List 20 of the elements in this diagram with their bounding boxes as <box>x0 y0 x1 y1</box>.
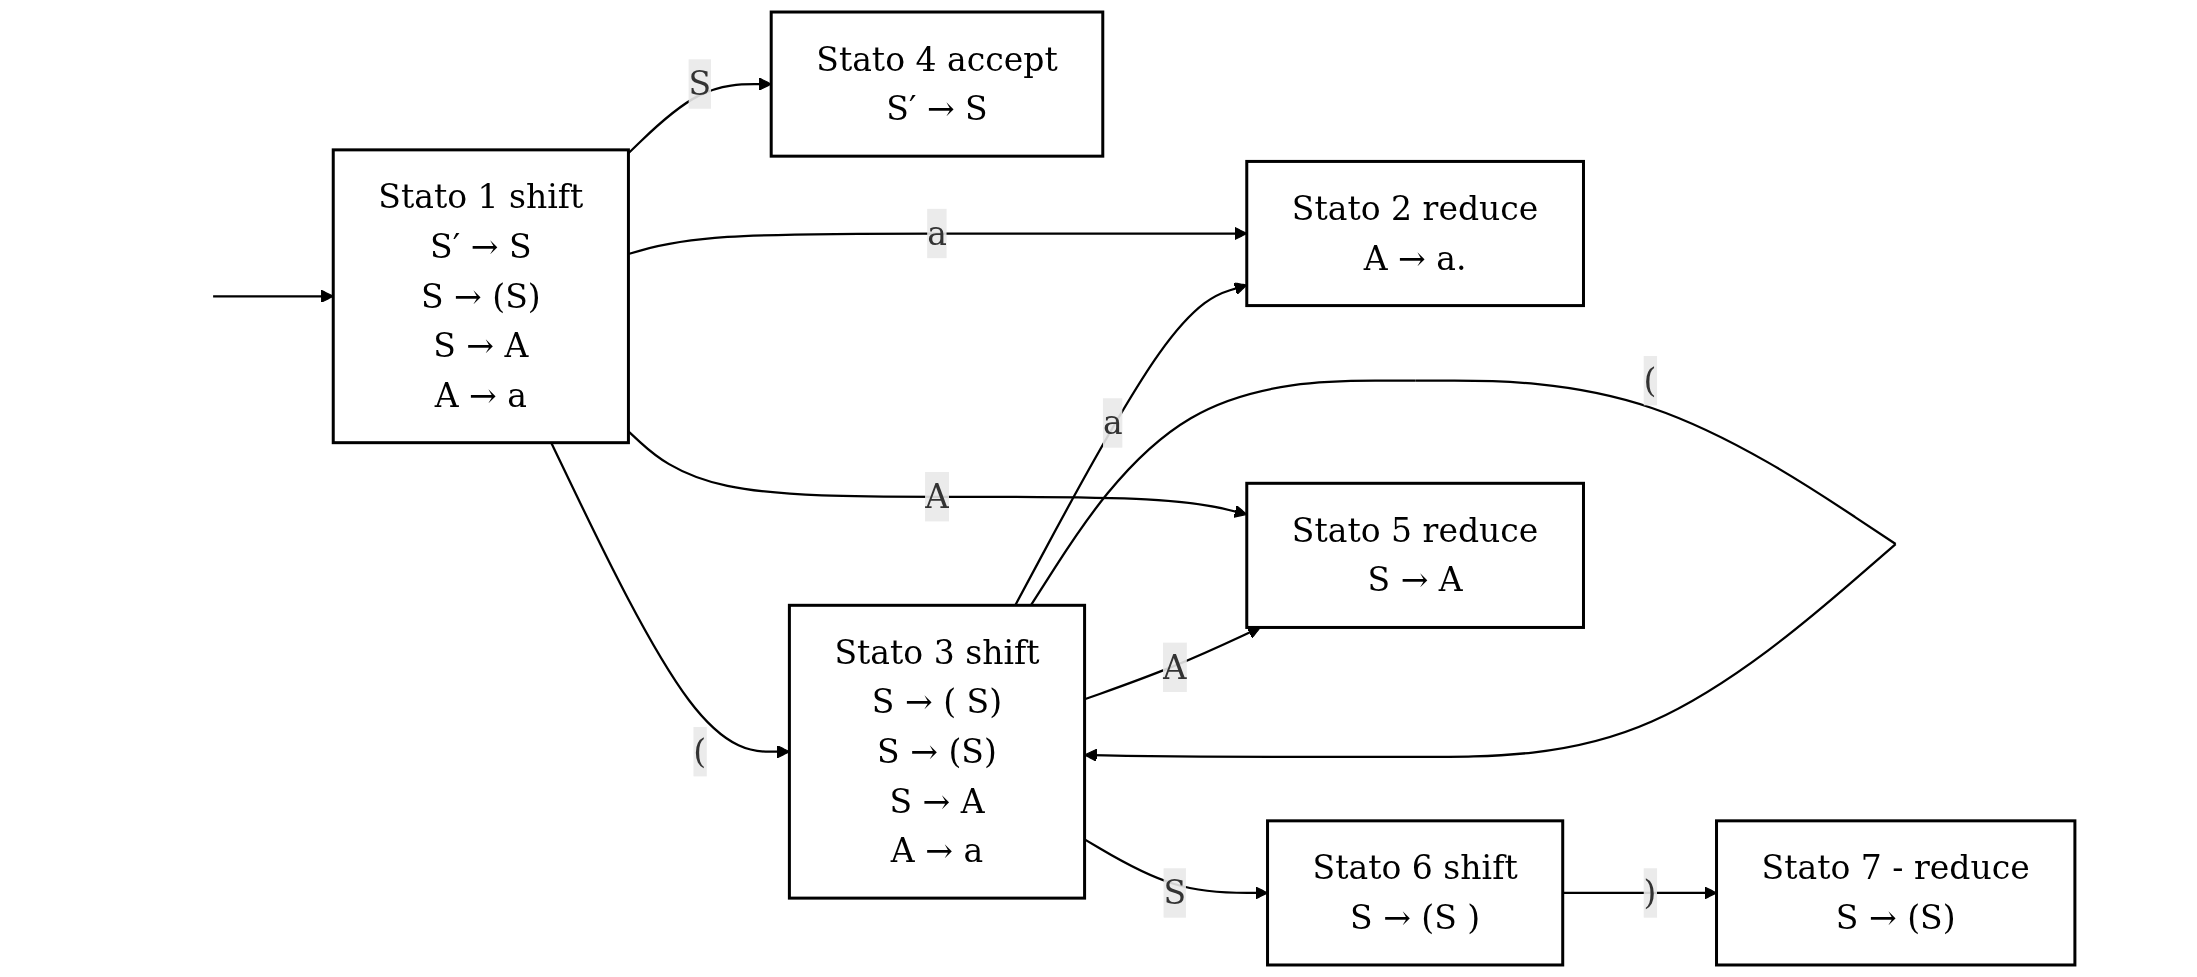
node-box: Stato 1 shift S′ → S S → (S) S → A A → a <box>331 148 630 445</box>
node-box: Stato 4 accept S′ → S <box>769 10 1104 158</box>
edge-label: A <box>924 478 949 516</box>
edge-label: a <box>926 214 947 253</box>
edge-label: ( <box>1643 361 1656 400</box>
node-box: Stato 5 reduce S → A <box>1244 481 1585 629</box>
node-box: Stato 7 - reduce S → (S) <box>1714 819 2076 967</box>
edge-label: a <box>1102 404 1123 442</box>
node-box: Stato 6 shift S → (S ) <box>1265 819 1564 967</box>
arrow <box>1562 886 1717 900</box>
edge-label: S <box>1163 874 1186 912</box>
edge-label: ( <box>692 732 706 771</box>
edge-label: S <box>688 65 711 103</box>
arrow <box>1013 282 1247 606</box>
node-box: Stato 2 reduce A → a. <box>1244 159 1585 308</box>
edge-label: ) <box>1643 874 1656 912</box>
edge-label: A <box>1162 648 1187 687</box>
arrow <box>627 226 1247 256</box>
node-box: Stato 3 shift S → ( S) S → (S) S → A A → a <box>787 603 1086 900</box>
arrow <box>627 430 1247 518</box>
